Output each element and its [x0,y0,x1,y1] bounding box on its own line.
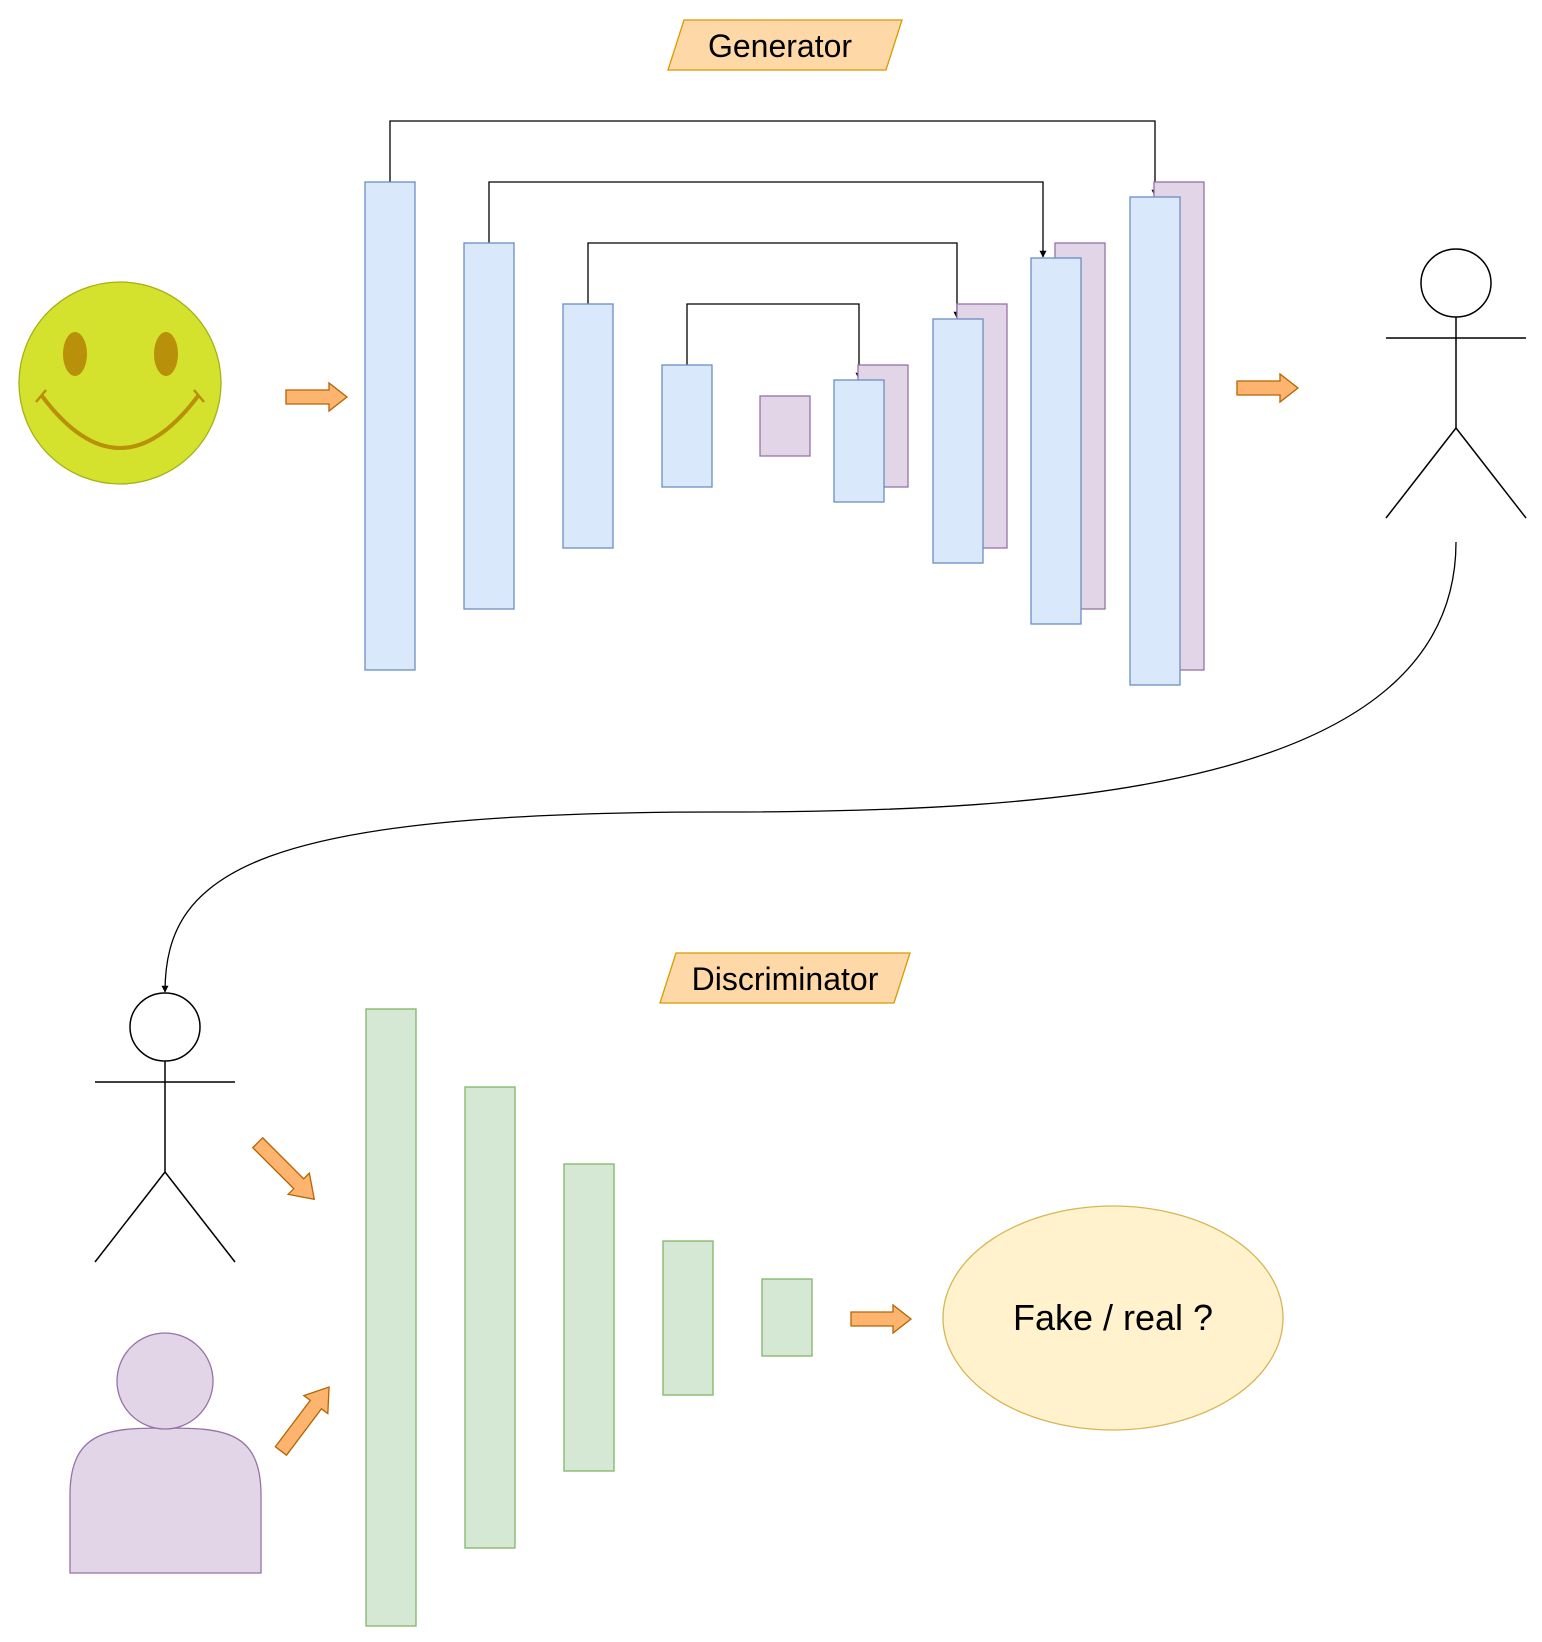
input-flow-arrow [285,381,349,413]
skip-connections [389,120,1159,380]
generated-stick-figure-icon [1385,248,1527,519]
encoder-block-2 [463,242,515,610]
generated-to-discriminator-connector [161,541,1457,993]
discriminator-block-1 [365,1008,417,1627]
discriminator-block-2 [464,1086,516,1549]
discriminator-label-text: Discriminator [692,961,879,997]
generator-label: Generator [667,19,903,71]
decoder-block-2 [1030,257,1082,625]
skip-connection-3 [587,242,961,319]
discriminator-label: Discriminator [659,952,911,1004]
discriminator-network [365,1008,813,1627]
generator-decoder [833,181,1205,686]
discriminator-block-5 [761,1278,813,1357]
bottleneck-block [759,395,811,457]
decoder-block-4 [833,379,885,503]
fake-real-text: Fake / real ? [1013,1297,1213,1338]
fake-real-ellipse [942,1205,1284,1431]
discriminator-block-4 [662,1240,714,1396]
skip-connection-4 [686,303,863,380]
real-sample-person-icon [69,1332,262,1574]
output-flow-arrow [1236,372,1300,404]
skip-connection-2 [488,181,1047,258]
discriminator-label-shape [659,952,911,1004]
generator-encoder [364,181,713,671]
fake-real-output: Fake / real ? [942,1205,1284,1431]
discriminator-block-3 [563,1163,615,1472]
decoder-block-3 [932,318,984,564]
encoder-block-3 [562,303,614,549]
generator-label-text: Generator [708,28,852,64]
real-input-arrow [274,1386,330,1457]
generator-label-shape [667,19,903,71]
verdict-flow-arrow [850,1303,913,1335]
fake-sample-stick-figure-icon [94,992,236,1263]
skip-connection-1 [389,120,1159,197]
fake-input-arrow [251,1136,316,1201]
encoder-block-1 [364,181,416,671]
decoder-block-1 [1129,196,1181,686]
smiley-face-icon [18,281,222,485]
encoder-block-4 [661,364,713,488]
